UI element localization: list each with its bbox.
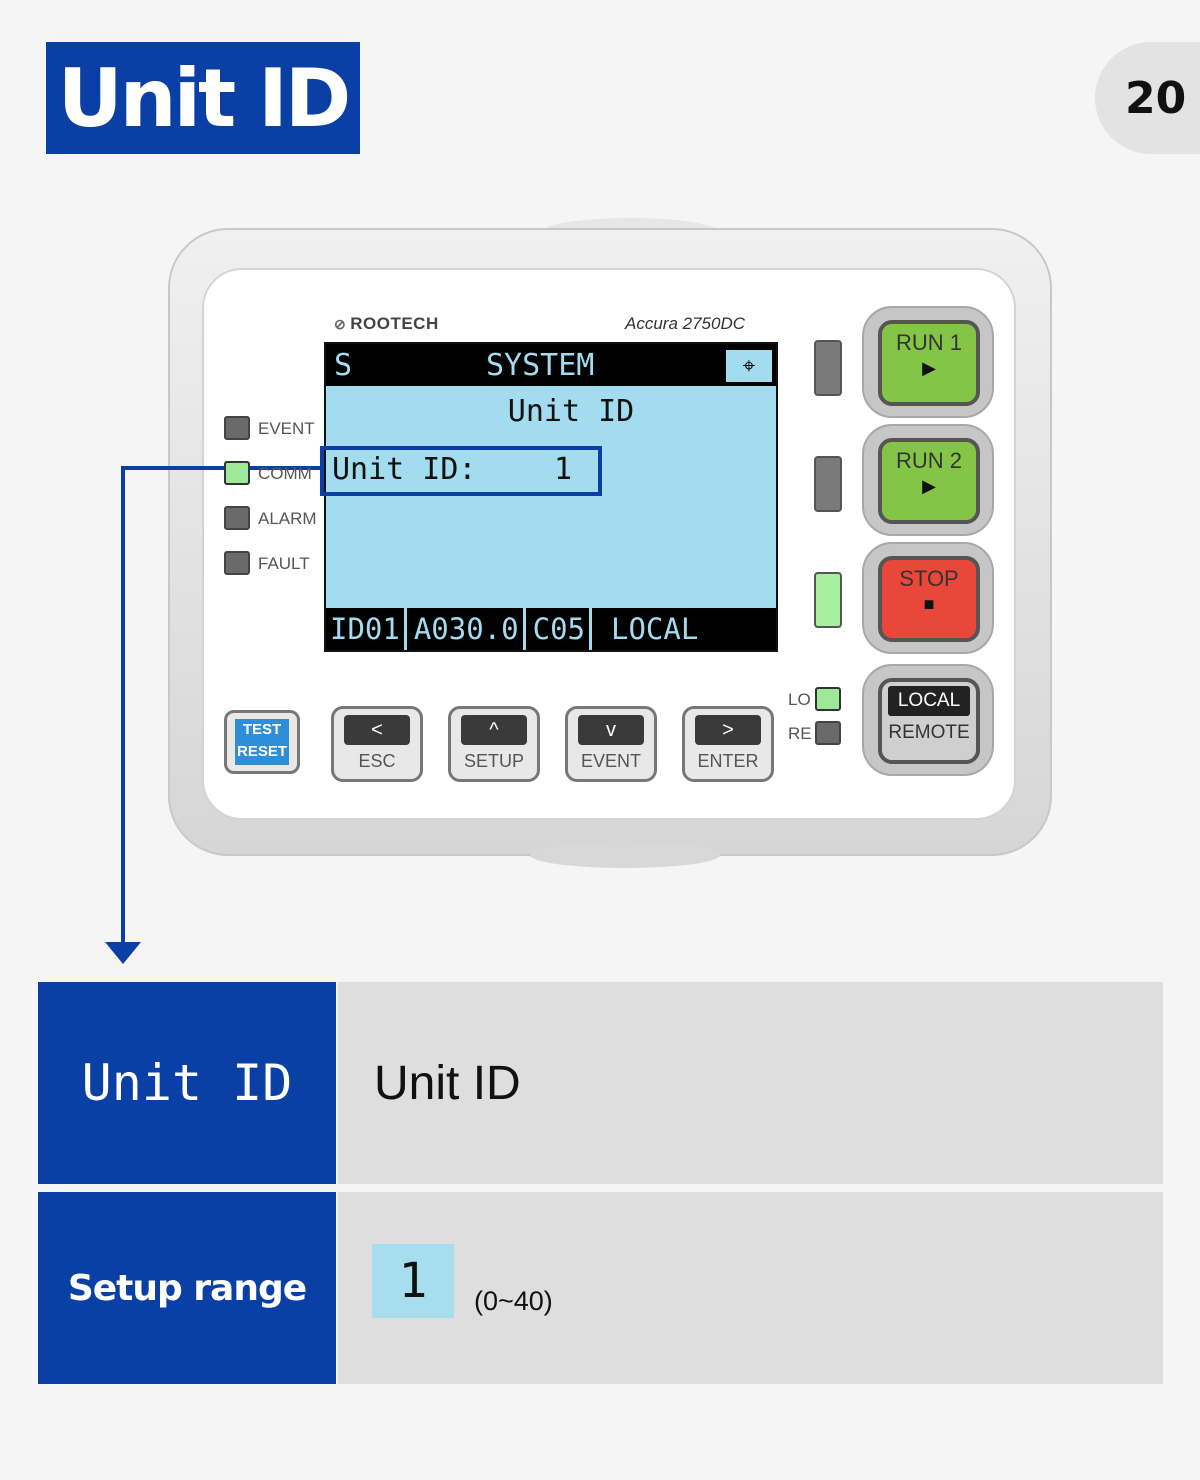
- led-alarm: [224, 506, 250, 530]
- lo-label: LO: [788, 690, 811, 709]
- lcd-header: S SYSTEM ⌖: [326, 344, 776, 386]
- play-icon: ▶: [922, 358, 936, 378]
- param-description-cell: Unit ID: [338, 982, 1163, 1184]
- stop-lamp: [814, 572, 842, 628]
- run1-lamp: [814, 340, 842, 396]
- led-fault: [224, 551, 250, 575]
- setup-range-label: Setup range: [38, 1192, 336, 1384]
- stop-button-frame: STOP ■: [862, 542, 994, 654]
- stop-button[interactable]: STOP ■: [878, 556, 980, 642]
- local-remote-button[interactable]: LOCAL REMOTE: [878, 678, 980, 764]
- led-comm: [224, 461, 250, 485]
- connector-line-vertical: [121, 466, 125, 946]
- connector-line-horizontal: [121, 466, 323, 470]
- device-bottom-bump: [530, 842, 720, 868]
- led-alarm-label: ALARM: [258, 509, 317, 528]
- lcd-field-label: Unit ID:: [332, 452, 477, 487]
- event-button[interactable]: v EVENT: [565, 706, 657, 782]
- esc-label: ESC: [358, 751, 396, 771]
- chevron-left-icon: <: [344, 715, 410, 745]
- setup-label: SETUP: [463, 751, 524, 771]
- reset-label: RESET: [236, 743, 287, 760]
- led-re: [815, 721, 841, 745]
- setup-button[interactable]: ^ SETUP: [448, 706, 540, 782]
- run2-label: RUN 2: [895, 448, 962, 473]
- led-comm-label: COMM: [258, 464, 312, 483]
- lcd-footer: ID01 A030.0 C05 LOCAL: [326, 608, 776, 650]
- led-fault-label: FAULT: [258, 554, 310, 573]
- lcd-subtitle: Unit ID: [507, 394, 635, 429]
- param-name-cell: Unit ID: [38, 982, 336, 1184]
- lcd-footer-id: ID01: [326, 608, 407, 650]
- connector-arrow-icon: [105, 942, 141, 964]
- chevron-up-icon: ^: [461, 715, 527, 745]
- lcd-field-value: 1: [554, 452, 573, 487]
- play-icon: ▶: [922, 476, 936, 496]
- remote-label: REMOTE: [888, 722, 970, 743]
- run2-button-frame: RUN 2 ▶: [862, 424, 994, 536]
- lcd-title: SYSTEM: [486, 348, 595, 383]
- brand-label: ⊘ROOTECH: [334, 314, 439, 334]
- enter-label: ENTER: [697, 751, 759, 771]
- default-value: 1: [372, 1244, 454, 1318]
- run2-button[interactable]: RUN 2 ▶: [878, 438, 980, 524]
- page-number: 20: [1095, 42, 1200, 154]
- lcd-footer-mode: LOCAL: [595, 608, 703, 650]
- chevron-down-icon: v: [578, 715, 644, 745]
- led-lo: [815, 687, 841, 711]
- enter-button[interactable]: > ENTER: [682, 706, 774, 782]
- led-event: [224, 416, 250, 440]
- chevron-right-icon: >: [695, 715, 761, 745]
- setup-range-cell: 1 (0~40): [338, 1192, 1163, 1384]
- target-icon: ⌖: [726, 350, 772, 382]
- model-label: Accura 2750DC: [625, 314, 746, 333]
- local-remote-button-frame: LOCAL REMOTE: [862, 664, 994, 776]
- stop-label: STOP: [899, 566, 959, 591]
- brand-logo-icon: ⊘: [334, 316, 347, 332]
- lcd-mode-letter: S: [334, 348, 353, 383]
- re-label: RE: [788, 724, 812, 743]
- run1-label: RUN 1: [895, 330, 962, 355]
- run2-lamp: [814, 456, 842, 512]
- test-label: TEST: [242, 721, 282, 738]
- highlight-box: [320, 446, 602, 496]
- test-reset-face: TEST RESET: [235, 719, 289, 765]
- test-reset-button[interactable]: TEST RESET: [224, 710, 300, 774]
- lcd-footer-current: A030.0: [409, 608, 526, 650]
- stop-icon: ■: [923, 594, 935, 614]
- local-label: LOCAL: [888, 686, 970, 716]
- brand-name: ROOTECH: [350, 314, 439, 333]
- range-text: (0~40): [474, 1286, 553, 1316]
- run1-button-frame: RUN 1 ▶: [862, 306, 994, 418]
- lcd-footer-channel: C05: [528, 608, 592, 650]
- page-title: Unit ID: [46, 42, 360, 154]
- esc-button[interactable]: < ESC: [331, 706, 423, 782]
- led-event-label: EVENT: [258, 419, 315, 438]
- event-label: EVENT: [580, 751, 641, 771]
- run1-button[interactable]: RUN 1 ▶: [878, 320, 980, 406]
- lcd-screen: S SYSTEM ⌖ Unit ID Unit ID: 1 ID01 A030.…: [324, 342, 778, 652]
